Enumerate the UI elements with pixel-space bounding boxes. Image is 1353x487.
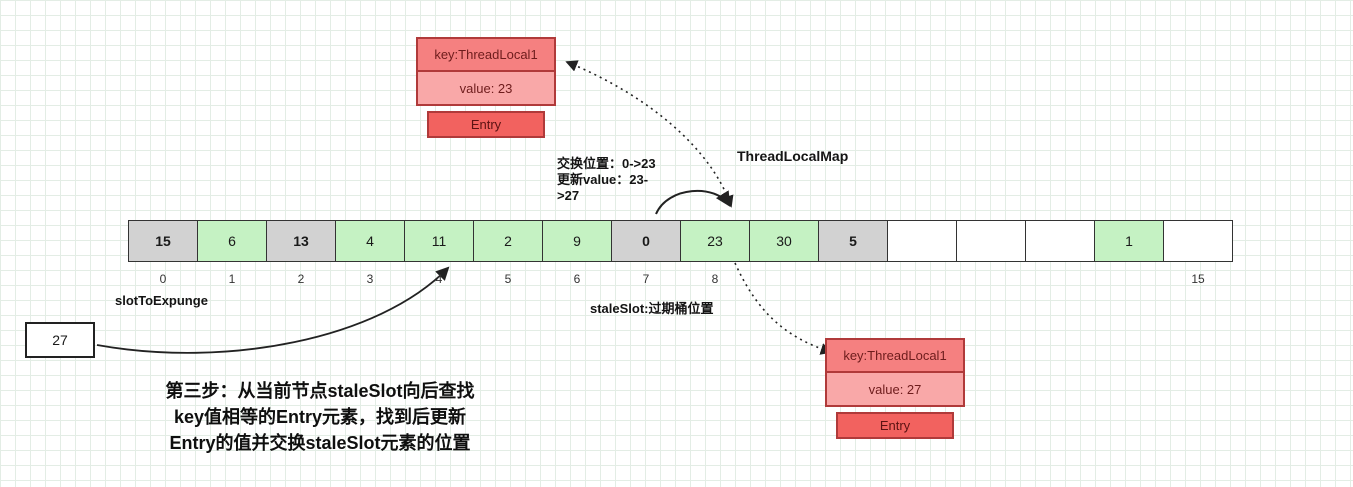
array-index-6: 6 <box>573 272 581 286</box>
array-index-7: 7 <box>642 272 650 286</box>
slot-to-expunge-label: slotToExpunge <box>115 293 208 308</box>
swap-note-line3: >27 <box>557 188 580 203</box>
step-line1: 第三步：从当前节点staleSlot向后查找 <box>165 381 475 401</box>
array-index-1: 1 <box>228 272 236 286</box>
array-cell-14: 1 <box>1094 220 1164 262</box>
step-line3: Entry的值并交换staleSlot元素的位置 <box>169 433 471 453</box>
entry-bottom-value-label: value: 27 <box>825 373 965 407</box>
array-cell-0: 15 <box>128 220 198 262</box>
array-cell-15 <box>1163 220 1233 262</box>
array-index-14 <box>1094 272 1164 286</box>
array-cell-13 <box>1025 220 1095 262</box>
entry-top-value-label: value: 23 <box>416 72 556 106</box>
array-index-3: 3 <box>366 272 374 286</box>
array-index-0: 0 <box>159 272 167 286</box>
array-index-11 <box>887 272 957 286</box>
array-cell-5: 2 <box>473 220 543 262</box>
entry-top-key-label: key:ThreadLocal1 <box>416 37 556 72</box>
array-cell-3: 4 <box>335 220 405 262</box>
array-index-5: 5 <box>504 272 512 286</box>
array-index-12 <box>956 272 1026 286</box>
entry-top-tag-label: Entry <box>427 111 545 138</box>
array-index-9 <box>749 272 819 286</box>
array-cell-2: 13 <box>266 220 336 262</box>
array-cell-9: 30 <box>749 220 819 262</box>
swap-note-line2: 更新value：23- <box>557 172 649 187</box>
step-description: 第三步：从当前节点staleSlot向后查找 key值相等的Entry元素，找到… <box>118 378 522 456</box>
array-index-10 <box>818 272 888 286</box>
array-cell-8: 23 <box>680 220 750 262</box>
stale-slot-label: staleSlot:过期桶位置 <box>590 301 714 316</box>
entry-box-top: key:ThreadLocal1 value: 23 Entry <box>416 37 556 138</box>
value-27-box: 27 <box>25 322 95 358</box>
array-index-15: 15 <box>1191 272 1205 286</box>
array-cell-12 <box>956 220 1026 262</box>
array-index-13 <box>1025 272 1095 286</box>
array-index-4: 4 <box>435 272 443 286</box>
array-index-8: 8 <box>711 272 719 286</box>
entry-box-bottom: key:ThreadLocal1 value: 27 Entry <box>825 338 965 439</box>
threadlocalmap-title: ThreadLocalMap <box>737 148 849 164</box>
array-cell-6: 9 <box>542 220 612 262</box>
swap-note-line1: 交换位置：0->23 <box>557 156 656 171</box>
step-line2: key值相等的Entry元素，找到后更新 <box>173 407 467 427</box>
array-index-2: 2 <box>297 272 305 286</box>
array-cell-10: 5 <box>818 220 888 262</box>
swap-note: 交换位置：0->23 更新value：23- >27 <box>557 156 656 204</box>
array-index-row: 0 1 2 3 4 5 6 7 8 15 <box>128 272 1233 286</box>
array-cell-1: 6 <box>197 220 267 262</box>
array-cell-11 <box>887 220 957 262</box>
array-cell-4: 11 <box>404 220 474 262</box>
array-cell-7: 0 <box>611 220 681 262</box>
hash-array: 15 6 13 4 11 2 9 0 23 30 5 1 <box>128 220 1233 262</box>
entry-bottom-tag-label: Entry <box>836 412 954 439</box>
entry-bottom-key-label: key:ThreadLocal1 <box>825 338 965 373</box>
